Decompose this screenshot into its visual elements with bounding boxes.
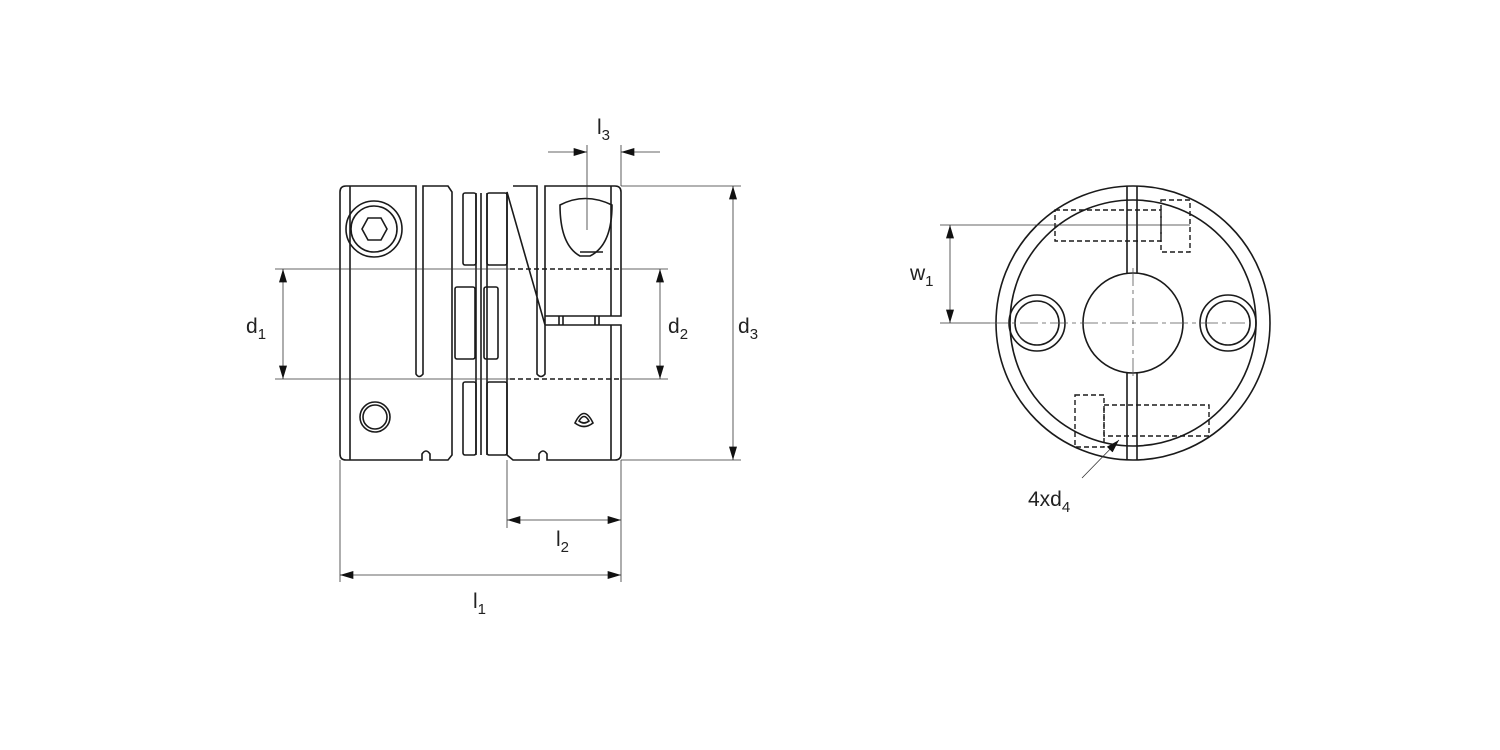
dimension-d4: 4xd4: [1028, 439, 1120, 516]
label-l2: l2: [556, 528, 569, 556]
dimension-d2: d2: [621, 268, 688, 380]
dimension-l2: l2: [506, 460, 622, 556]
dimension-l1: l1: [339, 460, 622, 618]
label-l3: l3: [597, 116, 610, 144]
dimension-d1: d1: [246, 268, 510, 380]
label-d2: d2: [668, 315, 688, 343]
label-l1: l1: [473, 590, 486, 618]
side-view: d1 d2 d3 l1 l2: [246, 116, 758, 618]
label-w1: w1: [909, 262, 934, 290]
clamp-screw-head: [559, 197, 613, 257]
dimension-d3: d3: [621, 185, 758, 461]
front-view: w1 4xd4: [909, 185, 1271, 516]
label-d3: d3: [738, 315, 758, 343]
dimension-w1: w1: [909, 224, 1190, 324]
label-4xd4: 4xd4: [1028, 488, 1070, 516]
hex-socket-icon: [361, 217, 388, 241]
left-hub: [339, 185, 453, 461]
label-d1: d1: [246, 315, 266, 343]
right-hub: [506, 185, 622, 461]
disc-pack: [454, 192, 508, 456]
dimension-l3: l3: [548, 116, 660, 230]
